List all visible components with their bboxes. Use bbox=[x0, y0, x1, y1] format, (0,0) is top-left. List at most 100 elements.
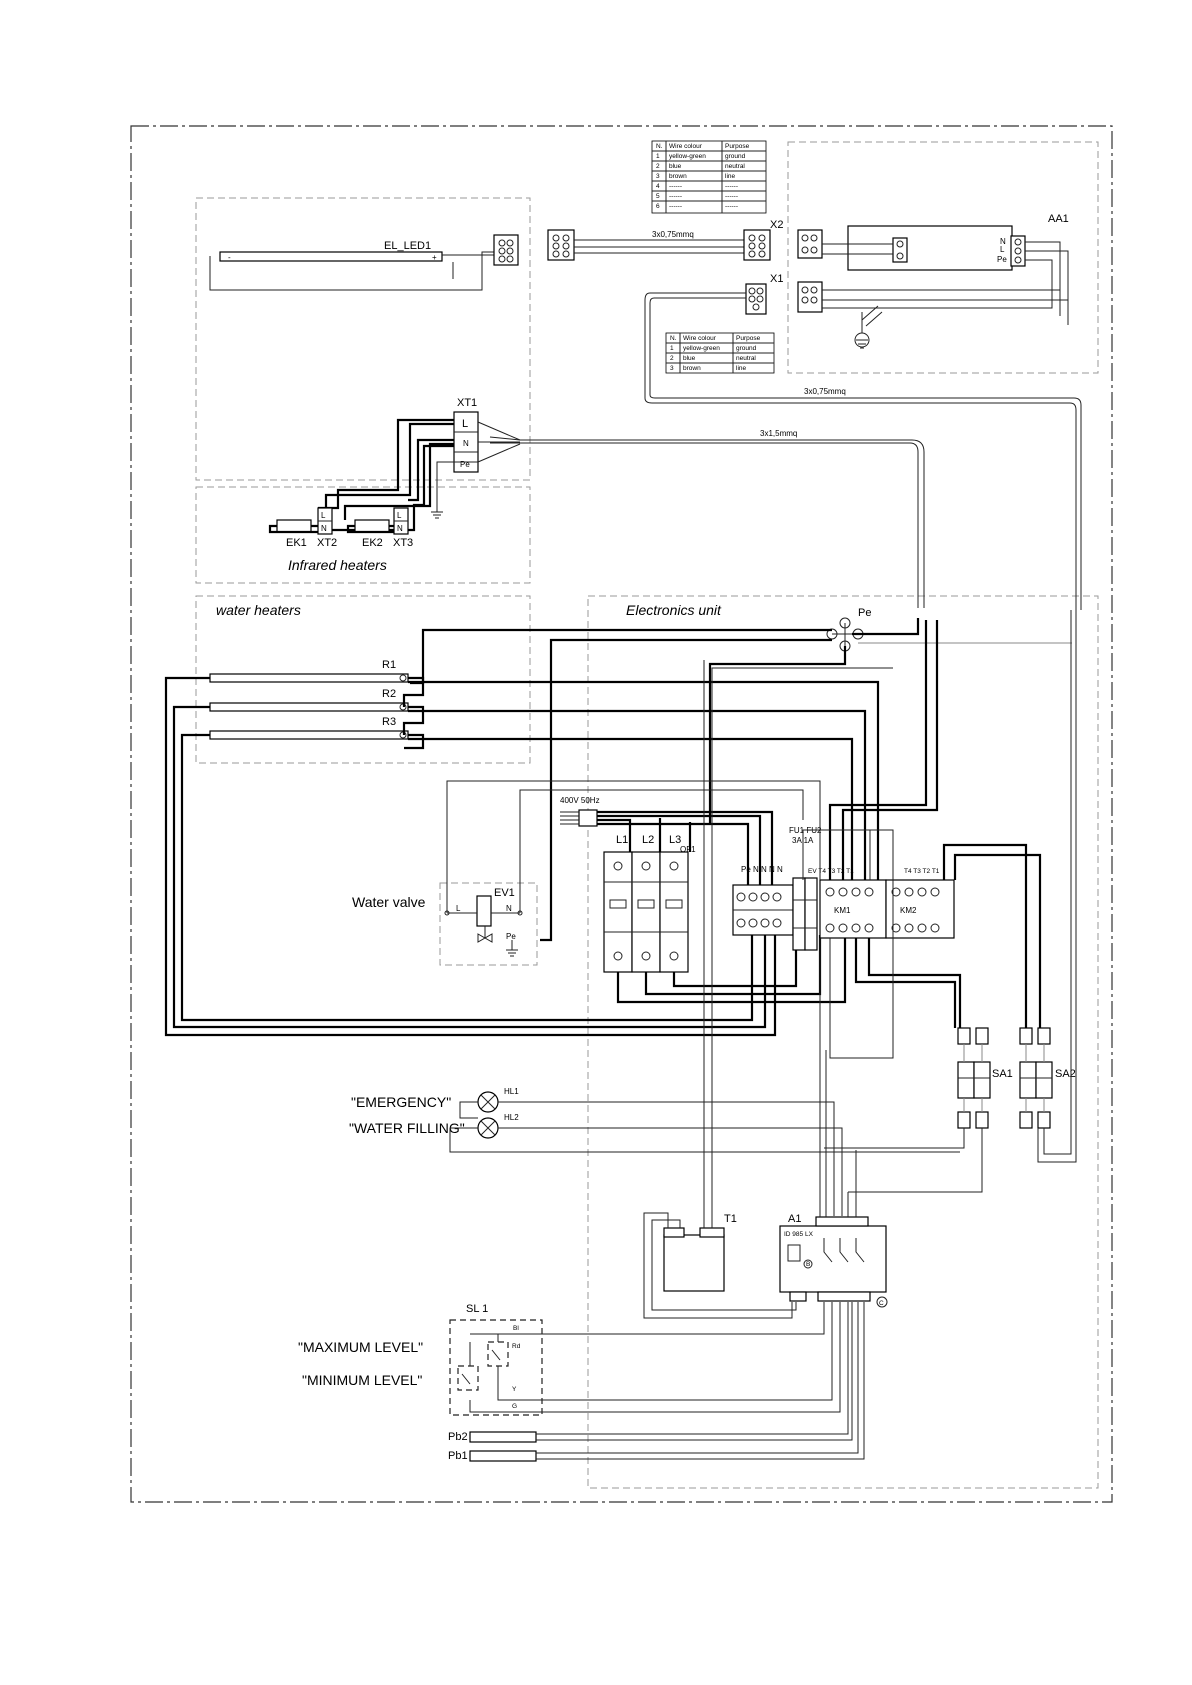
t1-input-terminals bbox=[663, 1227, 685, 1238]
aa1-cable-label: 3x0,75mmq bbox=[804, 387, 846, 396]
x1-cable bbox=[644, 292, 1077, 610]
a1-top-terminals bbox=[815, 1216, 869, 1227]
aa1-label: AA1 bbox=[1048, 213, 1069, 225]
xt1-feed bbox=[477, 421, 521, 463]
km2-terminals: T4 T3 T2 T1 bbox=[904, 868, 940, 875]
a1-controller bbox=[779, 1225, 887, 1293]
qf1-l1: L1 bbox=[616, 834, 628, 846]
svg-text:4: 4 bbox=[656, 183, 660, 190]
led-wires bbox=[209, 251, 494, 291]
svg-text:3: 3 bbox=[670, 365, 674, 372]
ek1-label: EK1 bbox=[286, 537, 307, 549]
xt2-n: N bbox=[321, 524, 327, 533]
x1-pins bbox=[748, 287, 764, 311]
x1-label: X1 bbox=[770, 273, 783, 285]
sl1-y: Y bbox=[512, 1386, 517, 1393]
ev1-wiring bbox=[446, 780, 821, 950]
supply-plug bbox=[578, 809, 598, 827]
lamp-wiring bbox=[449, 1101, 960, 1216]
x2-left-pins bbox=[552, 234, 570, 258]
t1-wiring bbox=[643, 660, 893, 1319]
sl1-contacts bbox=[461, 1349, 501, 1385]
contactor-control-wires bbox=[828, 620, 1042, 1028]
main-cable-upper bbox=[489, 436, 925, 608]
svg-text:blue: blue bbox=[669, 163, 682, 170]
probe-wiring bbox=[536, 1302, 865, 1460]
a1-c-label: C bbox=[879, 1300, 884, 1307]
strip-pe-label: Pe N N N N bbox=[741, 865, 783, 874]
svg-text:brown: brown bbox=[683, 365, 701, 372]
x2-cable-connector-left bbox=[547, 229, 575, 261]
pb2-label: Pb2 bbox=[448, 1431, 468, 1443]
r1-label: R1 bbox=[382, 659, 396, 671]
svg-text:line: line bbox=[736, 365, 747, 372]
water-valve-zone bbox=[439, 882, 538, 966]
sl1-wiring bbox=[469, 1302, 841, 1413]
pe-label: Pe bbox=[858, 607, 871, 619]
hl1-label: HL1 bbox=[504, 1087, 519, 1096]
x1-cable-inner bbox=[649, 297, 1082, 610]
ev1-ground-symbol bbox=[506, 949, 518, 957]
svg-text:------: ------ bbox=[669, 183, 682, 190]
svg-text:------: ------ bbox=[725, 203, 738, 210]
aa1-terminal-screws bbox=[896, 238, 1022, 264]
r3-heater bbox=[209, 730, 409, 740]
infrared-ground bbox=[436, 461, 478, 512]
lighting-zone bbox=[195, 197, 531, 481]
ev1-valve-symbol bbox=[477, 926, 493, 943]
sl1-g: G bbox=[512, 1403, 517, 1410]
svg-text:yellow-green: yellow-green bbox=[669, 153, 706, 160]
t1-output-terminals bbox=[699, 1227, 725, 1238]
xt1-pe: Pe bbox=[460, 460, 470, 469]
t1-label: T1 bbox=[724, 1213, 737, 1225]
a1-c-marker bbox=[876, 1296, 888, 1308]
xt2-label: XT2 bbox=[317, 537, 337, 549]
a1-top-wiring bbox=[819, 938, 857, 1217]
qf1-l3: L3 bbox=[669, 834, 681, 846]
a1-supply-terminals bbox=[789, 1291, 807, 1302]
water-heaters-title: water heaters bbox=[216, 602, 301, 618]
aa1-ground-icon bbox=[854, 305, 883, 349]
aa1-n-terminal-label: N bbox=[1000, 237, 1006, 246]
svg-text:ground: ground bbox=[736, 345, 757, 352]
infrared-heaters-title: Infrared heaters bbox=[288, 557, 387, 573]
sa2-return bbox=[1037, 610, 1077, 1163]
aa1-dc-connector bbox=[797, 229, 823, 259]
aa1-pe-terminal-label: Pe bbox=[997, 255, 1007, 264]
svg-text:1: 1 bbox=[670, 345, 674, 352]
max-level-label: "MAXIMUM LEVEL" bbox=[298, 1339, 423, 1355]
water-heaters-zone bbox=[195, 595, 531, 764]
led-plus-sign: + bbox=[432, 253, 437, 262]
heater-return-mid bbox=[172, 705, 767, 1029]
svg-text:ground: ground bbox=[725, 153, 746, 160]
supply-label: 400V 50Hz bbox=[560, 796, 600, 805]
ev1-coil bbox=[476, 895, 492, 927]
sa2-switch bbox=[1019, 1061, 1053, 1099]
ek1-heater bbox=[276, 519, 312, 533]
xt1-label: XT1 bbox=[457, 397, 477, 409]
svg-text:------: ------ bbox=[725, 183, 738, 190]
infrared-wiring-n2 bbox=[343, 442, 454, 520]
supply-feed-l2 bbox=[658, 818, 692, 852]
km-bus-thin bbox=[802, 829, 894, 1059]
svg-text:Purpose: Purpose bbox=[736, 335, 761, 342]
contactor-to-sa bbox=[854, 938, 962, 1028]
electronics-unit-zone bbox=[587, 595, 1099, 1489]
sl1-float-upper bbox=[487, 1341, 509, 1367]
xt3-label: XT3 bbox=[393, 537, 413, 549]
svg-text:Wire colour: Wire colour bbox=[683, 335, 717, 342]
aa1-connector-pins bbox=[801, 234, 818, 304]
level-sensor-zone bbox=[449, 1319, 543, 1416]
svg-text:Purpose: Purpose bbox=[725, 143, 750, 150]
heater-r3-feed bbox=[408, 737, 854, 890]
led-connector-pins bbox=[498, 239, 514, 263]
led-connector bbox=[493, 234, 519, 266]
r2-label: R2 bbox=[382, 688, 396, 700]
xt1-l: L bbox=[462, 418, 468, 430]
outer-frame bbox=[130, 125, 1113, 1503]
r2-heater bbox=[209, 702, 409, 712]
hl2-label: HL2 bbox=[504, 1113, 519, 1122]
svg-text:blue: blue bbox=[683, 355, 696, 362]
x2-label: X2 bbox=[770, 219, 783, 231]
x2-wire-table: N. Wire colour Purpose 1 yellow-green gr… bbox=[651, 140, 767, 214]
